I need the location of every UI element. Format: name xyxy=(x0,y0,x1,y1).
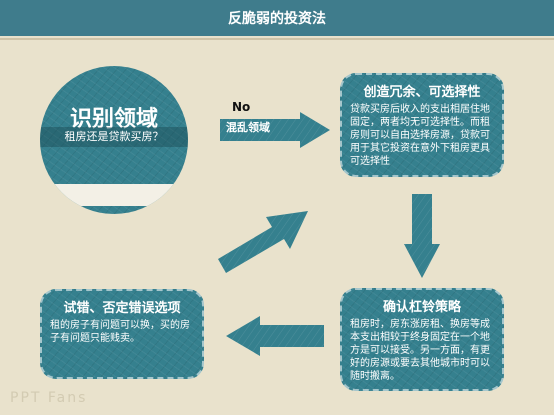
circle-title: 识别领域 xyxy=(69,107,158,132)
trial-error-title: 试错、否定错误选项 xyxy=(63,301,181,316)
trial-error-body: 租的房子有问题可以换，买的房子有问题只能贱卖。 xyxy=(50,320,190,344)
barbell-body: 租房时，房东涨房租、换房等成本支出相较于终身固定在一个地方是可以接受。另一方面，… xyxy=(350,319,490,382)
circle-bottom-band xyxy=(40,184,188,206)
barbell-title: 确认杠铃策略 xyxy=(382,300,461,315)
chaos-domain-label: 混乱领域 xyxy=(226,121,270,134)
diagonal-arrow xyxy=(218,205,310,273)
redundancy-title: 创造冗余、可选择性 xyxy=(363,85,481,100)
circle-subtitle: 租房还是贷款买房？ xyxy=(40,127,188,147)
header-divider xyxy=(0,38,554,40)
watermark-logo: PPT Fans xyxy=(10,390,88,406)
header-bar: 反脆弱的投资法 xyxy=(0,0,554,36)
page-title: 反脆弱的投资法 xyxy=(228,11,326,27)
no-label: No xyxy=(232,100,251,114)
down-arrow xyxy=(404,194,440,278)
trial-error-box: 试错、否定错误选项 租的房子有问题可以换，买的房子有问题只能贱卖。 xyxy=(40,289,204,379)
barbell-box: 确认杠铃策略 租房时，房东涨房租、换房等成本支出相较于终身固定在一个地方是可以接… xyxy=(340,288,504,391)
left-arrow xyxy=(226,316,324,356)
right-arrow xyxy=(220,112,332,148)
identify-domain-circle: 识别领域 租房还是贷款买房？ xyxy=(40,66,188,214)
redundancy-box: 创造冗余、可选择性 贷款买房后收入的支出相居住地固定，两者均无可选择性。而租房则… xyxy=(340,73,504,177)
redundancy-body: 贷款买房后收入的支出相居住地固定，两者均无可选择性。而租房则可以自由选择房源，贷… xyxy=(350,104,490,167)
